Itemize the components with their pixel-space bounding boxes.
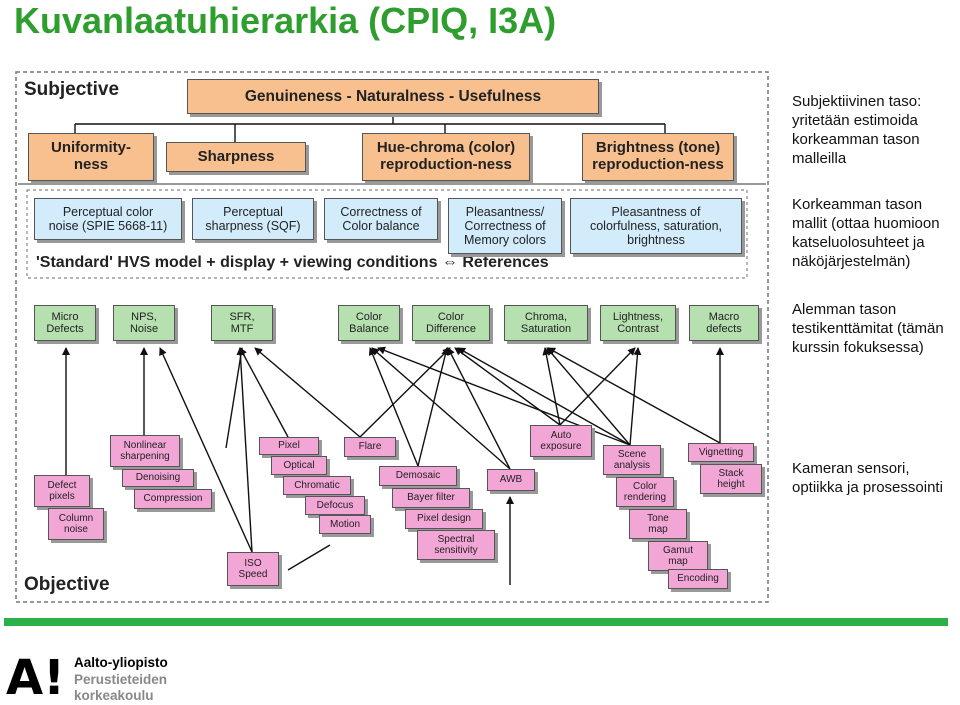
top-box: Genuineness - Naturalness - Usefulness (187, 79, 599, 114)
subjective-box-sharpness: Sharpness (166, 142, 306, 172)
logo-line-1: Aalto-yliopisto (74, 655, 168, 670)
obj-color-rendering: Color rendering (616, 477, 674, 507)
obj-gamut-map: Gamut map (648, 541, 708, 571)
obj-tone-map: Tone map (629, 509, 687, 539)
aalto-logo-glyph: A! (6, 652, 65, 698)
metric-box-nps-noise: NPS, Noise (113, 305, 175, 341)
side-note-camera: Kameran sensori, optiikka ja prosessoint… (792, 460, 943, 496)
subjective-box-hue: Hue-chroma (color) reproduction-ness (362, 133, 530, 181)
objective-label: Objective (24, 574, 110, 595)
subjective-box-brightness: Brightness (tone) reproduction-ness (582, 133, 734, 181)
obj-flare: Flare (344, 437, 396, 457)
page-title: Kuvanlaatuhierarkia (CPIQ, I3A) (14, 0, 557, 41)
metric-box-color-difference: Color Difference (412, 305, 490, 341)
perceptual-box-colorfulness: Pleasantness of colorfulness, saturation… (570, 198, 742, 254)
metric-box-color-balance: Color Balance (338, 305, 400, 341)
side-note-subjective: Subjektiivinen taso: yritetään estimoida… (792, 93, 922, 167)
metric-box-chroma-saturation: Chroma, Saturation (504, 305, 588, 341)
obj-stack-height: Stack height (700, 464, 762, 494)
obj-vignetting: Vignetting (688, 443, 754, 462)
obj-spectral-sensitivity: Spectral sensitivity (417, 530, 495, 560)
obj-nonlinear-sharpening: Nonlinear sharpening (110, 435, 180, 467)
obj-defect-pixels: Defect pixels (34, 475, 90, 507)
obj-iso-speed: ISO Speed (227, 552, 279, 586)
logo-line-3: korkeakoulu (74, 688, 154, 703)
metric-box-macro-defects: Macro defects (689, 305, 759, 341)
obj-demosaic: Demosaic (379, 466, 457, 486)
obj-pixel-design: Pixel design (405, 509, 483, 529)
diagram-frame (15, 71, 769, 603)
metric-box-lightness-contrast: Lightness, Contrast (600, 305, 676, 341)
obj-motion: Motion (319, 515, 371, 534)
hvs-frame (26, 189, 748, 279)
aalto-logo-mark: A! (6, 652, 65, 698)
side-note-higher-models: Korkeamman tason mallit (ottaa huomioon … (792, 196, 940, 270)
obj-bayer-filter: Bayer filter (392, 488, 470, 508)
metric-box-micro-defects: Micro Defects (34, 305, 96, 341)
obj-denoising: Denoising (122, 469, 194, 487)
metric-box-sfr-mtf: SFR, MTF (211, 305, 273, 341)
obj-compression: Compression (134, 489, 212, 509)
obj-defocus: Defocus (305, 496, 365, 515)
aalto-logo-text: Aalto-yliopisto Perustieteiden korkeakou… (74, 655, 168, 705)
perceptual-box-sharpness: Perceptual sharpness (SQF) (192, 198, 314, 240)
side-note-test-metrics: Alemman tason testikenttämitat (tämän ku… (792, 301, 944, 356)
footer-divider (4, 618, 948, 626)
obj-awb: AWB (487, 469, 535, 491)
perceptual-box-memory-colors: Pleasantness/ Correctness of Memory colo… (448, 198, 562, 254)
obj-pixel: Pixel (259, 437, 319, 455)
subjective-label: Subjective (24, 79, 120, 100)
obj-optical: Optical (271, 456, 327, 475)
obj-auto-exposure: Auto exposure (530, 425, 592, 457)
obj-encoding: Encoding (668, 569, 728, 589)
obj-chromatic: Chromatic (283, 476, 351, 495)
obj-scene-analysis: Scene analysis (603, 445, 661, 475)
perceptual-box-color-balance: Correctness of Color balance (324, 198, 438, 240)
obj-column-noise: Column noise (48, 508, 104, 540)
hvs-label: 'Standard' HVS model + display + viewing… (36, 254, 549, 271)
perceptual-box-color-noise: Perceptual color noise (SPIE 5668-11) (34, 198, 182, 240)
subjective-box-uniformity: Uniformity- ness (28, 133, 154, 181)
logo-line-2: Perustieteiden (74, 671, 168, 687)
